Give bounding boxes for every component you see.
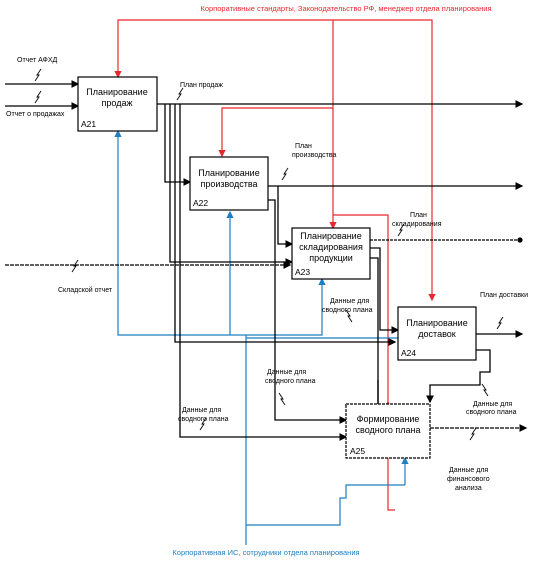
box-a25-title-1: Формирование [357, 414, 420, 424]
box-a22-title-1: Планирование [198, 168, 259, 178]
label-plan-storage-1: План [410, 212, 427, 219]
mechanism-to-a24 [246, 337, 424, 359]
box-a23-title-1: Планирование [300, 231, 361, 241]
label-data-a21-1: Данные для [182, 407, 221, 414]
label-data-a22-2: сводного плана [265, 378, 316, 385]
label-data-a23-2: сводного плана [322, 307, 373, 314]
box-a24: Планирование доставок A24 [397, 306, 477, 361]
box-a24-id: A24 [401, 348, 416, 358]
box-a23-title-2: складирования [299, 242, 363, 252]
control-to-a25 [333, 214, 395, 511]
mechanism-to-a21 [114, 129, 247, 525]
label-data-a22-1: Данные для [267, 369, 306, 376]
label-input-sales: Отчет о продажах [6, 111, 65, 118]
mechanism-to-a23 [246, 277, 326, 336]
control-to-a22 [218, 107, 333, 158]
label-input-afhd: Отчет АФХД [17, 57, 58, 64]
control-arrows [114, 19, 436, 511]
label-plan-sales: План продаж [180, 82, 223, 89]
control-line-top [117, 19, 436, 302]
label-data-financial-2: финансового [447, 476, 490, 483]
box-a21: Планирование продаж A21 [77, 76, 158, 132]
box-a25: Формирование сводного плана A25 [345, 403, 431, 459]
label-data-financial-1: Данные для [449, 467, 488, 474]
mechanism-trunk [245, 484, 405, 545]
box-a23-title-3: продукции [309, 253, 353, 263]
label-plan-storage-2: складирования [392, 221, 442, 228]
label-input-warehouse: Складской отчет [58, 286, 113, 294]
label-data-financial-3: анализа [455, 485, 482, 492]
label-tildes [34, 68, 504, 441]
box-a22: Планирование производства A22 [189, 156, 269, 211]
box-a21-title-2: продаж [102, 98, 133, 108]
box-a22-id: A22 [193, 198, 208, 208]
label-data-a23-1: Данные для [330, 298, 369, 305]
flow-arrows [5, 80, 528, 441]
label-plan-production-1: План [295, 143, 312, 150]
header-label: Корпоративные стандарты, Законодательств… [200, 4, 491, 13]
box-a23: Планирование складирования продукции A23 [291, 227, 371, 280]
box-a24-title-1: Планирование [406, 318, 467, 328]
box-a24-title-2: доставок [418, 329, 455, 339]
label-data-a24-2: сводного плана [466, 409, 517, 416]
box-a25-id: A25 [350, 446, 365, 456]
label-data-a21-2: сводного плана [178, 416, 229, 423]
footer-label: Корпоративная ИС, сотрудники отдела план… [172, 548, 359, 557]
mechanism-arrows [114, 129, 424, 545]
box-a21-id: A21 [81, 119, 96, 129]
label-plan-production-2: производства [292, 152, 337, 159]
box-a21-title-1: Планирование [86, 87, 147, 97]
label-data-a24-1: Данные для [473, 401, 512, 408]
box-a22-title-2: производства [200, 179, 257, 189]
box-a23-id: A23 [295, 267, 310, 277]
box-a25-title-2: сводного плана [356, 425, 421, 435]
label-plan-delivery: План доставки [480, 292, 528, 299]
